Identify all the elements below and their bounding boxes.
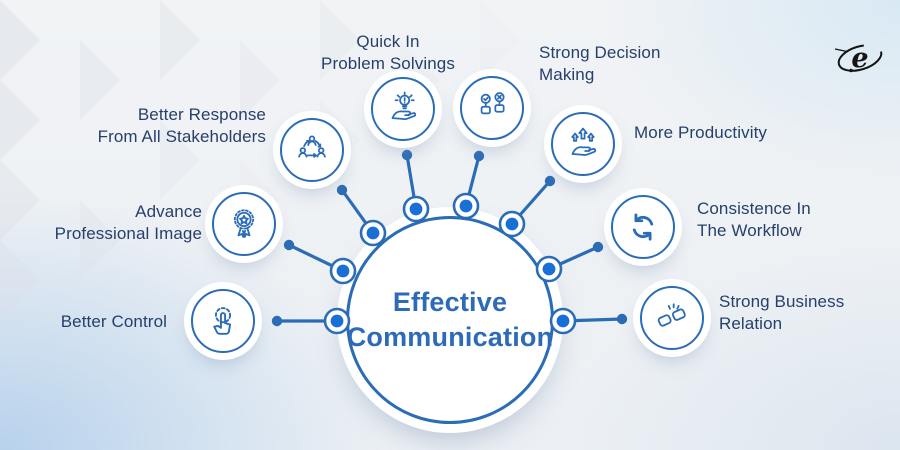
sync-icon [623,207,663,247]
satellite-strong-decision-making [460,76,524,140]
hub-title-line1: Effective [392,287,508,317]
tap-icon [203,301,243,341]
label-better-control: Better Control [60,312,167,331]
medal-icon [224,204,264,244]
label-quick-problem-solving: Quick In Problem Solvings [321,32,455,73]
satellite-better-control [191,289,255,353]
decision-icon [472,88,512,128]
e-orbit-logo: e [828,30,890,91]
satellite-strong-business-relation [640,286,704,350]
svg-text:e: e [851,43,868,74]
fist-bump-icon [652,298,692,338]
label-better-response: Better Response From All Stakeholders [97,105,266,146]
satellite-quick-problem-solving [371,77,435,141]
idea-hand-icon [383,89,423,129]
satellite-better-response [280,118,344,182]
connector-end-dots [271,149,628,327]
hub-circle: Effective Communication [346,216,554,424]
label-more-productivity: More Productivity [634,123,768,142]
satellite-consistence-workflow [611,195,675,259]
stakeholders-icon [292,130,332,170]
label-strong-business-relation: Strong Business Relation [719,292,845,333]
satellite-advance-professional-image [212,192,276,256]
satellite-more-productivity [551,112,615,176]
label-advance-professional-image: Advance Professional Image [54,202,202,243]
label-consistence-workflow: Consistence In The Workflow [697,199,811,240]
label-strong-decision-making: Strong Decision Making [539,43,661,84]
growth-hand-icon [563,124,603,164]
hub-title: Effective Communication [347,285,554,355]
hub-title-line2: Communication [346,322,554,352]
